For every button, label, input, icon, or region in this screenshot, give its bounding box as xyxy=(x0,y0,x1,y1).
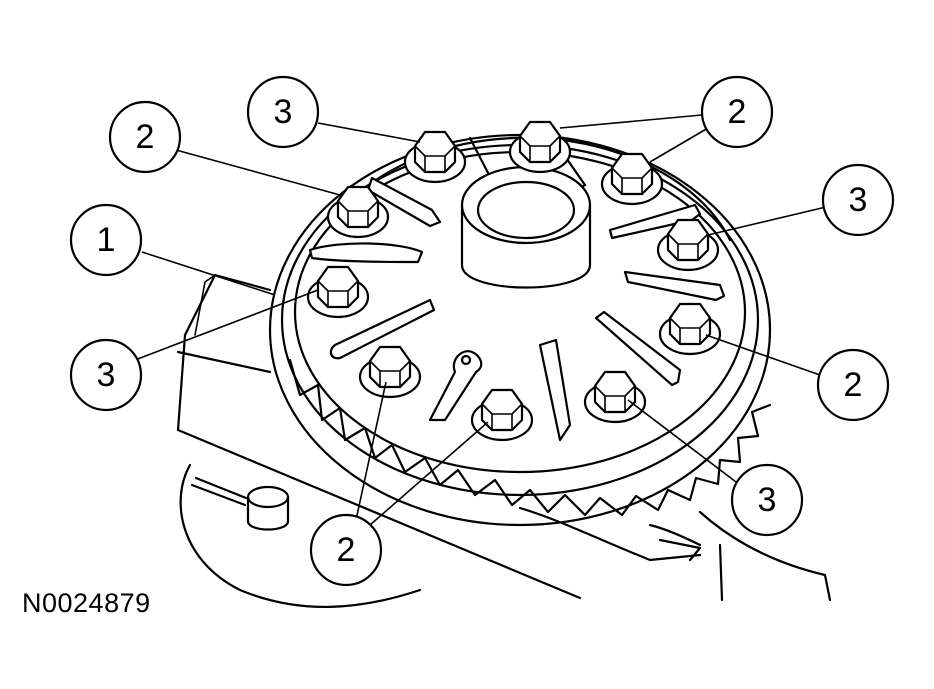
tensioner-stud xyxy=(246,485,290,509)
bolt-1 xyxy=(403,130,467,184)
svg-text:3: 3 xyxy=(97,356,116,394)
callout-c: 2 xyxy=(700,75,774,149)
svg-text:1: 1 xyxy=(97,221,116,259)
callout-a: 3 xyxy=(246,75,320,149)
callout-g: 2 xyxy=(816,348,890,422)
bolt-10 xyxy=(470,388,534,442)
svg-text:3: 3 xyxy=(758,481,777,519)
bolt-2 xyxy=(508,120,572,174)
callout-f: 3 xyxy=(69,338,143,412)
leader-lines xyxy=(134,114,827,526)
bolt-5 xyxy=(656,218,720,272)
svg-text:2: 2 xyxy=(844,366,863,404)
bolt-7 xyxy=(658,302,722,356)
sprocket-vanes xyxy=(308,136,726,442)
svg-text:2: 2 xyxy=(337,531,356,569)
svg-text:2: 2 xyxy=(136,118,155,156)
bolt-6 xyxy=(306,265,370,319)
svg-text:3: 3 xyxy=(274,93,293,131)
svg-text:3: 3 xyxy=(849,181,868,219)
svg-text:2: 2 xyxy=(728,93,747,131)
engine-base xyxy=(176,273,582,600)
bolt-8 xyxy=(358,345,422,399)
callout-i: 2 xyxy=(309,513,383,587)
callout-d: 3 xyxy=(821,163,895,237)
central-hub xyxy=(460,165,592,289)
index-pointer xyxy=(428,350,483,422)
callout-b: 2 xyxy=(108,100,182,174)
callouts: 3 2 2 3 1 3 2 3 xyxy=(69,75,895,587)
bolt-9 xyxy=(583,370,647,424)
bolt-3 xyxy=(600,152,664,206)
figure-id: N0024879 xyxy=(22,588,151,618)
lower-pulley xyxy=(179,463,832,608)
callout-h: 3 xyxy=(730,463,804,537)
callout-e: 1 xyxy=(69,203,143,277)
bolt-4 xyxy=(326,185,390,239)
